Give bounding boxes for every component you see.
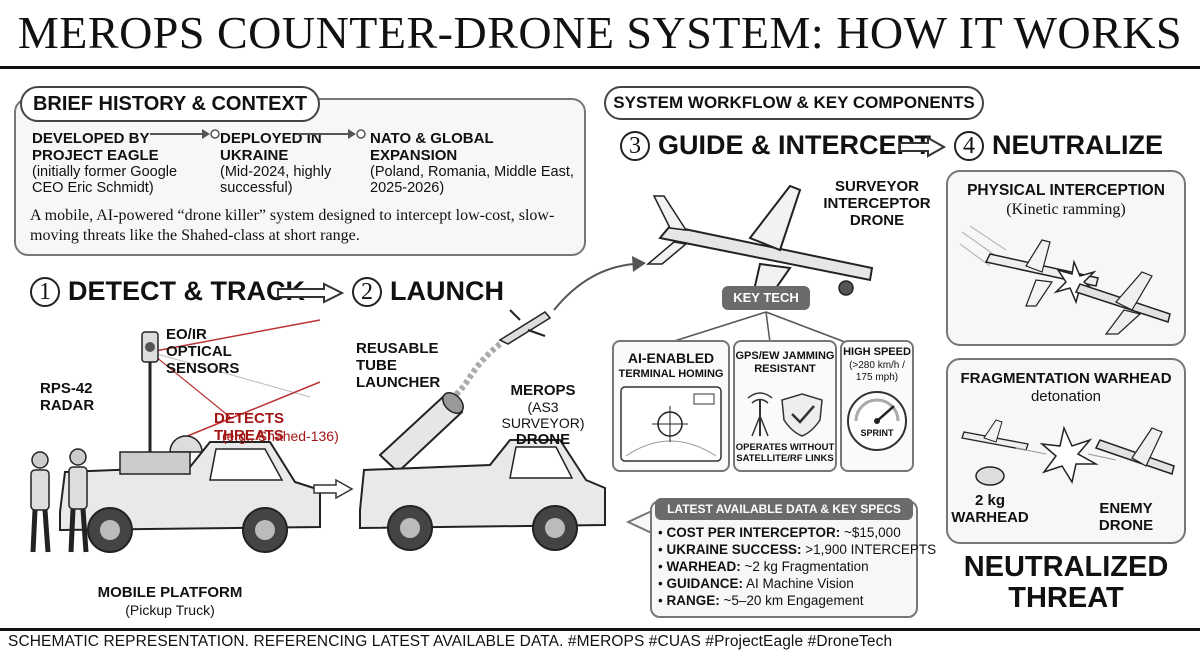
neutralized-result: NEUTRALIZED THREAT [963,551,1169,614]
detect-illustration [30,319,321,553]
history-item-title: DEVELOPED BY PROJECT EAGLE [32,130,159,164]
threats-label: DETECTS THREATS [214,410,285,444]
spec-row: • WARHEAD: ~2 kg Fragmentation [658,559,869,574]
step-number: 1 [30,276,60,307]
step-guide-intercept: 3 GUIDE & INTERCEPT [620,130,931,161]
footer-bar [0,628,1200,655]
step-label: DETECT & TRACK [68,276,305,306]
physical-interception-panel [946,170,1186,346]
history-item-body: (initially former Google CEO Eric Schmid… [32,164,178,196]
sensor-beam [149,351,311,398]
platform-label: MOBILE PLATFORM [97,584,243,601]
tech-card-title: AI-ENABLED [627,350,715,366]
tech-card-title: GPS/EW JAMMING RESISTANT [735,350,835,375]
step-neutralize: 4 NEUTRALIZE [954,130,1163,161]
targeting-screen-icon [620,386,722,462]
merops-title: MEROPS [510,382,576,399]
sensor-beam [149,351,231,418]
history-item-deployed: DEPLOYED IN UKRAINE (Mid-2024, highly su… [220,130,350,196]
spec-row: • RANGE: ~5–20 km Engagement [658,593,864,608]
warhead-label: 2 kg WARHEAD [951,492,1029,526]
history-heading: BRIEF HISTORY & CONTEXT [20,86,320,122]
workflow-heading: SYSTEM WORKFLOW & KEY COMPONENTS [604,86,984,120]
enemy-drone-label: ENEMY DRONE [1098,500,1154,534]
flow-arrow-icon [313,478,354,500]
specs-list: • COST PER INTERCEPTOR: ~$15,000 • UKRAI… [658,524,937,609]
detonation-burst-icon [1039,425,1099,484]
threats-example: (e.g., Shahed-136) [222,428,339,444]
specs-heading: LATEST AVAILABLE DATA & KEY SPECS [655,498,913,520]
merops-sub: (AS3 SURVEYOR) [501,399,585,431]
step-detect-track: 1 DETECT & TRACK [30,276,305,307]
step-launch: 2 LAUNCH [352,276,504,307]
sensor-beam [149,319,321,353]
merops-word: DRONE [515,431,571,448]
platform-sub: (Pickup Truck) [125,602,215,618]
physical-sub: (Kinetic ramming) [1006,201,1126,218]
step-number: 3 [620,130,650,161]
curved-arrow-icon [553,256,646,311]
flow-arrow-icon [899,136,947,158]
launch-illustration [359,309,606,551]
impact-burst-icon [1053,259,1097,305]
step-label: LAUNCH [390,276,504,306]
fragmentation-sub: detonation [1030,388,1102,405]
speed-gauge-icon [847,391,907,451]
title-divider [0,66,1200,69]
step-label: NEUTRALIZE [992,130,1163,160]
surveyor-label: SURVEYOR INTERCEPTOR DRONE [823,178,931,229]
history-item-title: DEPLOYED IN UKRAINE [220,130,322,164]
spec-row: • UKRAINE SUCCESS: >1,900 INTERCEPTS [658,542,937,557]
spec-row: • GUIDANCE: AI Machine Vision [658,576,854,591]
history-item-body: (Poland, Romania, Middle East, 2025-2026… [370,164,574,196]
sensor-beam [184,381,321,438]
tech-card-sub: OPERATES WITHOUT SATELLITE/RF LINKS [735,442,835,464]
step-number: 4 [954,130,984,161]
exhaust-trail [448,341,502,403]
flow-arrow-icon [277,282,345,304]
step-number: 2 [352,276,382,307]
jamming-shield-icon [747,392,823,437]
page-title: MEROPS COUNTER-DRONE SYSTEM: HOW IT WORK… [17,7,1183,58]
spec-row: • COST PER INTERCEPTOR: ~$15,000 [658,525,901,540]
step-label: GUIDE & INTERCEPT [658,130,932,160]
history-item-expansion: NATO & GLOBAL EXPANSION (Poland, Romania… [370,130,580,196]
tech-card-sub: (>280 km/h / 175 mph) [849,360,905,383]
radar-dome-icon [169,435,203,453]
detonation-illustration [961,419,1175,486]
eo-ir-label: EO/IR OPTICAL SENSORS [166,326,240,377]
fragmentation-title: FRAGMENTATION WARHEAD [960,370,1172,387]
warhead-icon [975,466,1005,486]
history-item-body: (Mid-2024, highly successful) [220,164,332,196]
tech-card-sub: TERMINAL HOMING [618,368,724,380]
operator-figure-icon [30,451,51,553]
radar-label: RPS-42 RADAR [40,380,95,414]
history-description: A mobile, AI-powered “drone killer” syst… [30,207,555,244]
timeline-arrow-icon [150,129,220,139]
merops-drone-label: MEROPS (AS3 SURVEYOR) DRONE [488,382,598,448]
history-item-title: NATO & GLOBAL EXPANSION [370,130,494,164]
tube-launcher-icon [378,392,464,474]
gauge-label: SPRINT [860,428,894,438]
footer-text: SCHEMATIC REPRESENTATION. REFERENCING LA… [8,633,893,650]
timeline-arrow-icon [298,129,366,139]
ramming-illustration [959,225,1171,335]
operator-figure-icon [68,448,89,553]
history-item-developed: DEVELOPED BY PROJECT EAGLE (initially fo… [32,130,212,196]
physical-title: PHYSICAL INTERCEPTION [967,182,1165,199]
key-tech-tag: KEY TECH [722,286,810,310]
tech-card-title: HIGH SPEED [843,346,911,358]
merops-drone-icon [498,309,552,345]
tube-launcher-label: REUSABLE TUBE LAUNCHER [356,340,441,391]
